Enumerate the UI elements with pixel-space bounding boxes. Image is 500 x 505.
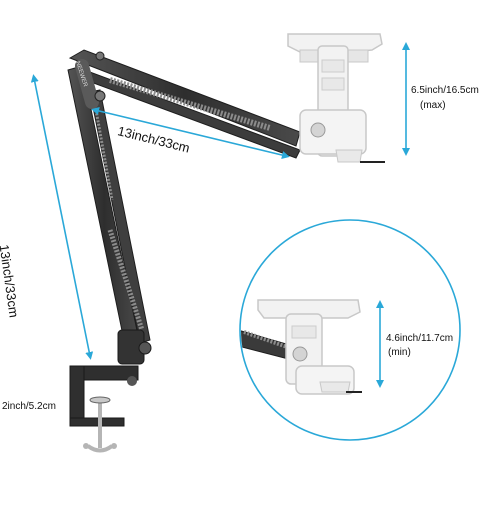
holder-screw (310, 122, 326, 138)
holder-bottom-clamp (335, 149, 363, 163)
lower-arm-dimension-line (30, 74, 94, 360)
inset-circle (239, 219, 461, 441)
holder-min-size-label: 4.6inch/11.7cm (386, 333, 454, 344)
desk-clamp (69, 329, 152, 453)
tablet-holder (287, 33, 385, 163)
pivot-knob (138, 341, 152, 355)
holder-max-size-label: 6.5inch/16.5cm (411, 85, 479, 96)
clamp-opening-label: 2inch/5.2cm (2, 401, 56, 412)
min-size-inset (239, 219, 461, 441)
upper-arm-dimension-line (91, 107, 290, 159)
holder-max-note: (max) (420, 100, 446, 111)
arm-joint-knob (94, 90, 106, 102)
holder-min-note: (min) (388, 347, 411, 358)
